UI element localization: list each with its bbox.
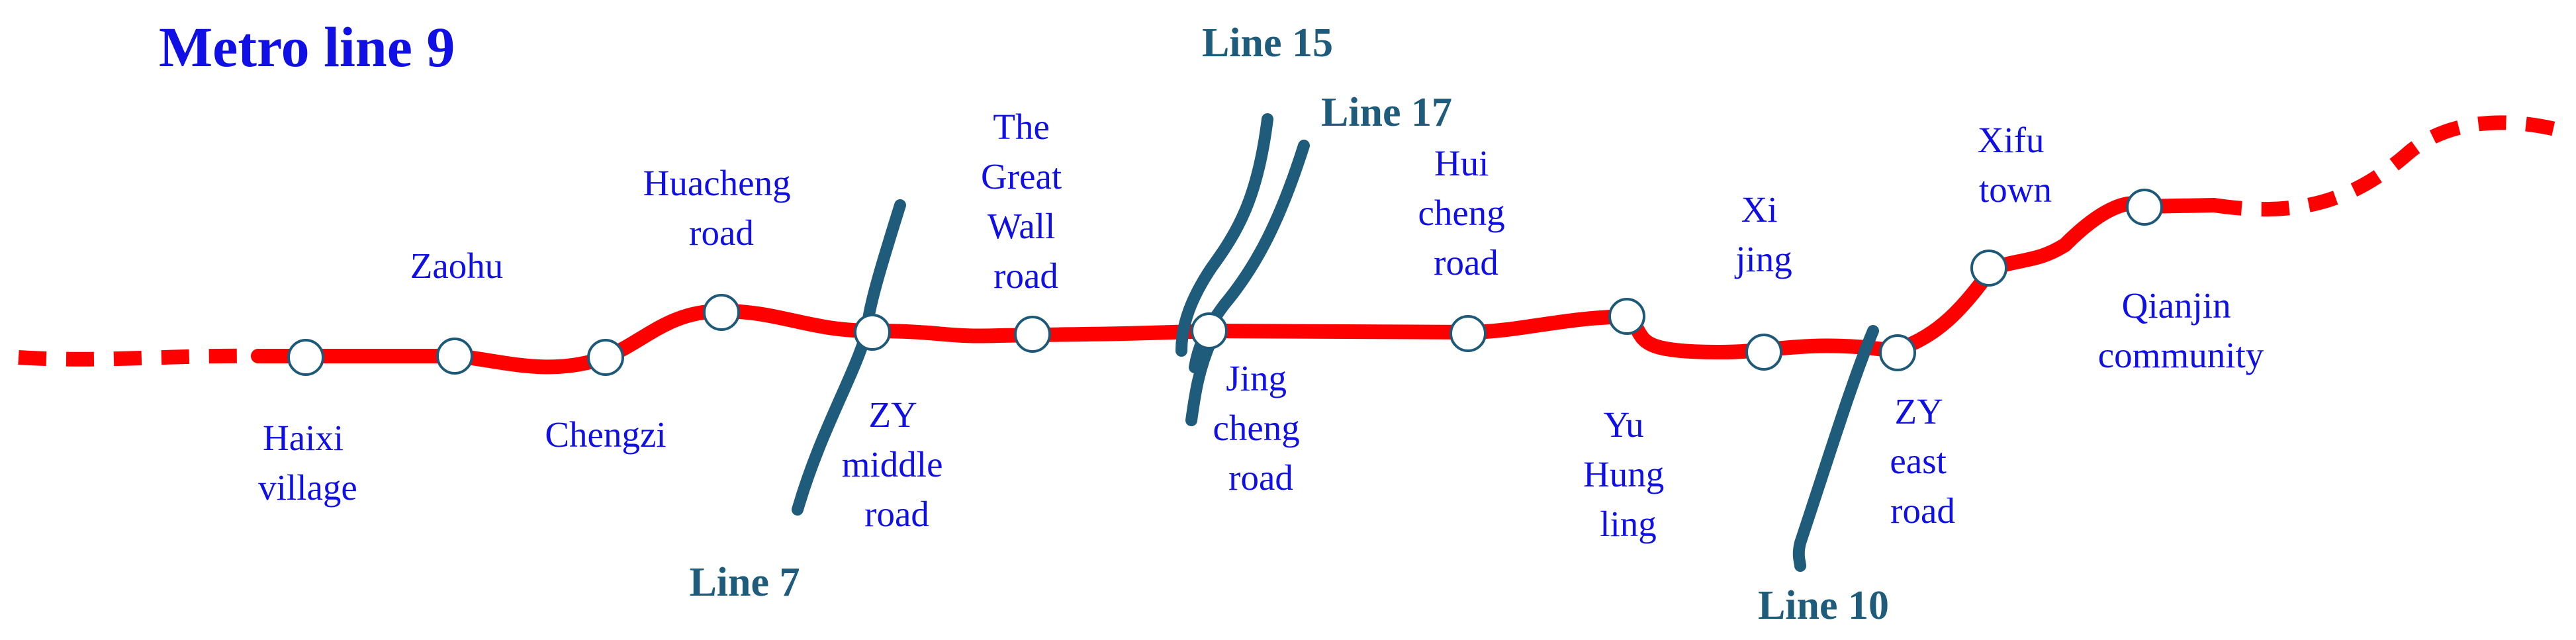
station-xijing[interactable] bbox=[1745, 334, 1782, 371]
station-zaohu[interactable] bbox=[436, 338, 473, 375]
line17-label: Line 17 bbox=[1321, 90, 1452, 135]
station-label-haixi: Haixi village bbox=[258, 418, 357, 508]
station-label-huacheng: Huacheng road bbox=[643, 163, 800, 253]
station-label-qianjin: Qianjin community bbox=[2098, 285, 2264, 375]
line15-label: Line 15 bbox=[1202, 21, 1333, 66]
map-title: Metro line 9 bbox=[159, 15, 455, 79]
line10-track bbox=[1792, 325, 1879, 572]
station-zy-east[interactable] bbox=[1879, 334, 1916, 371]
station-chengzi[interactable] bbox=[587, 339, 624, 376]
station-label-zy-middle: ZY middle road bbox=[842, 394, 952, 534]
station-label-zy-east: ZY east road bbox=[1890, 391, 1955, 531]
line7-label: Line 7 bbox=[689, 560, 800, 605]
station-yuhung[interactable] bbox=[1608, 298, 1645, 335]
station-label-chengzi: Chengzi bbox=[545, 414, 666, 455]
station-qianjin[interactable] bbox=[2126, 189, 2163, 226]
line10-label: Line 10 bbox=[1758, 583, 1889, 628]
station-jingcheng[interactable] bbox=[1191, 312, 1228, 349]
station-huacheng[interactable] bbox=[703, 294, 740, 331]
station-label-xijing: Xi jing bbox=[1734, 189, 1792, 279]
station-xifu[interactable] bbox=[1970, 250, 2007, 287]
station-zy-middle[interactable] bbox=[854, 314, 891, 351]
station-label-zaohu: Zaohu bbox=[410, 246, 504, 286]
line17-lower-track bbox=[1185, 335, 1217, 426]
station-huicheng[interactable] bbox=[1449, 315, 1487, 352]
line9-west-extension bbox=[18, 348, 259, 367]
station-label-yuhung: Yu Hung ling bbox=[1583, 404, 1673, 544]
line15-track bbox=[1175, 113, 1273, 357]
station-label-great-wall: The Great Wall road bbox=[981, 107, 1071, 296]
station-great-wall[interactable] bbox=[1014, 316, 1051, 353]
station-haixi[interactable] bbox=[287, 339, 324, 376]
station-label-huicheng: Hui cheng road bbox=[1418, 143, 1514, 283]
station-label-jingcheng: Jing cheng road bbox=[1213, 358, 1309, 498]
station-label-xifu: Xifu town bbox=[1978, 120, 2054, 210]
line9-east-extension bbox=[2213, 115, 2570, 217]
